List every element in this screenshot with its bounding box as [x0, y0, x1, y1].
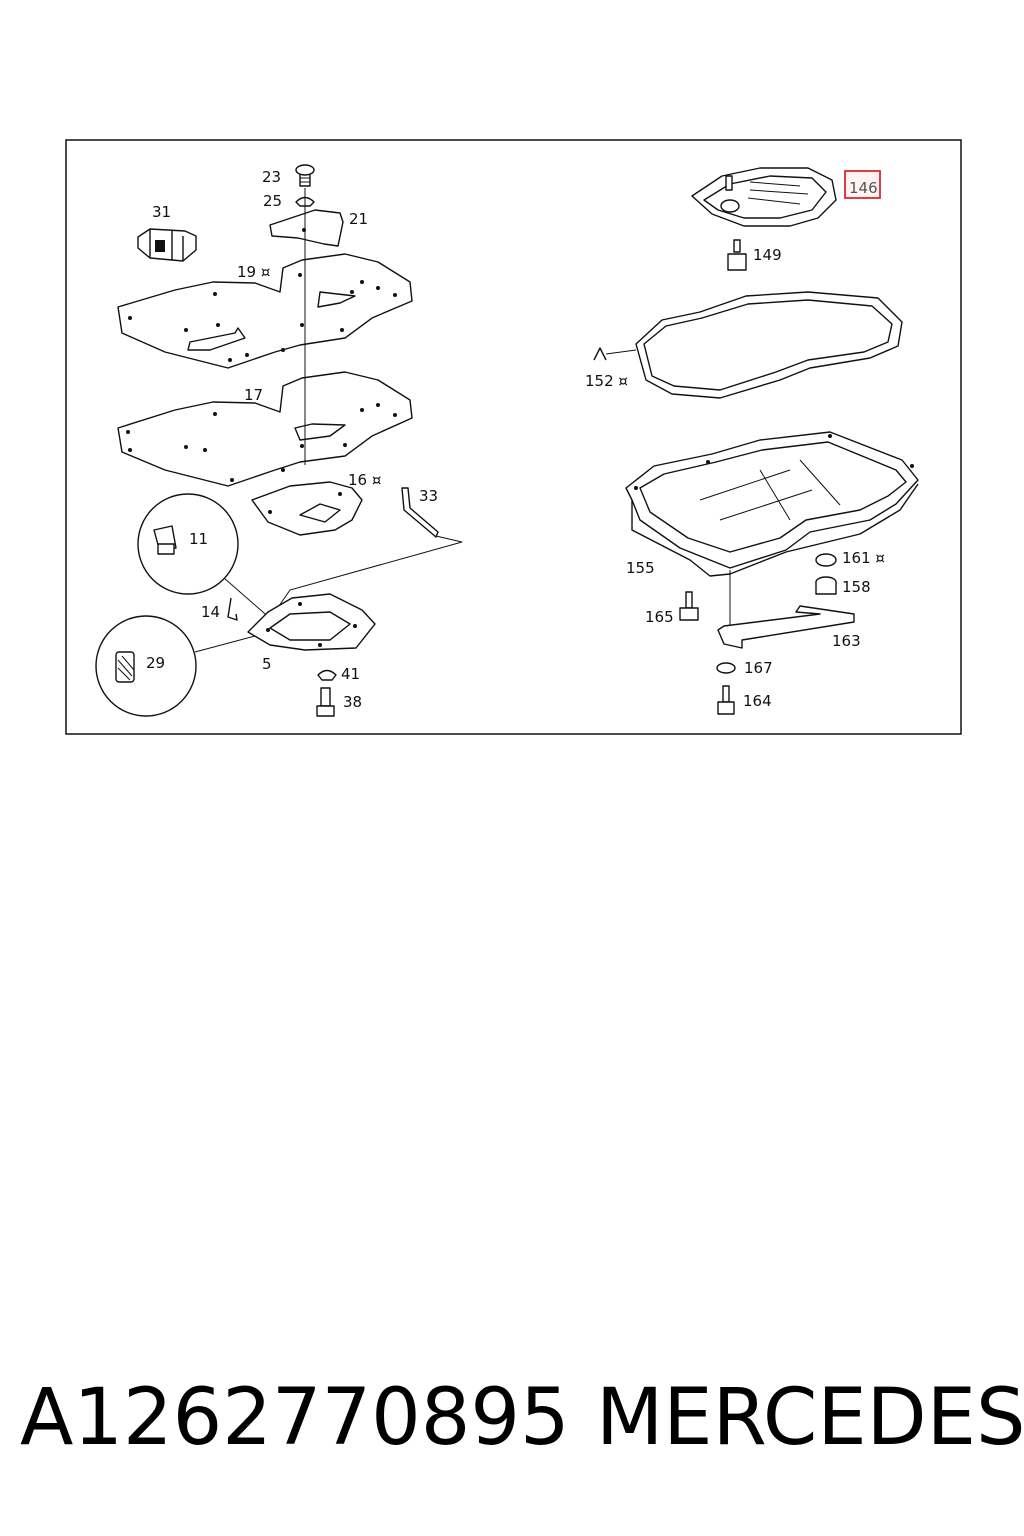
part-161-seal — [815, 553, 837, 567]
part-158-plug — [815, 576, 837, 595]
label-16: 16 ¤ — [348, 471, 381, 489]
part-146-filter — [691, 167, 837, 227]
inset-11 — [137, 493, 273, 621]
label-146: 146 — [849, 179, 878, 197]
part-167-washer — [716, 662, 736, 674]
part-164-bolt — [717, 685, 735, 715]
part-14-clip — [227, 597, 238, 621]
label-158: 158 — [842, 578, 871, 596]
label-149: 149 — [753, 246, 782, 264]
part-5-valve-body — [247, 593, 376, 651]
part-23-screw — [295, 164, 315, 187]
part-number: A1262770895 — [20, 1373, 570, 1463]
label-29: 29 — [146, 654, 165, 672]
label-19: 19 ¤ — [237, 263, 270, 281]
label-165: 165 — [645, 608, 674, 626]
part-152-gasket — [593, 291, 903, 399]
part-17-plate — [117, 371, 413, 487]
part-16-gasket — [251, 481, 363, 536]
part-19-plate — [117, 253, 413, 369]
part-163-bracket — [717, 605, 855, 649]
label-167: 167 — [744, 659, 773, 677]
label-17: 17 — [244, 386, 263, 404]
label-155: 155 — [626, 559, 655, 577]
parts-diagram: 23 25 21 31 19 ¤ 17 16 ¤ 33 11 14 5 29 4… — [65, 139, 962, 735]
label-21: 21 — [349, 210, 368, 228]
part-38-bolt — [316, 687, 335, 717]
inset-29 — [95, 615, 256, 717]
label-31: 31 — [152, 203, 171, 221]
label-23: 23 — [262, 168, 281, 186]
diagram-frame — [65, 139, 962, 735]
part-165-bolt — [679, 591, 699, 621]
label-163: 163 — [832, 632, 861, 650]
part-31-connector — [137, 228, 197, 262]
part-41-clip — [317, 669, 337, 681]
label-5: 5 — [262, 655, 272, 673]
label-41: 41 — [341, 665, 360, 683]
part-149-plug — [727, 239, 747, 271]
label-33: 33 — [419, 487, 438, 505]
part-21-plate — [269, 209, 344, 247]
label-161: 161 ¤ — [842, 549, 885, 567]
part-33-tube — [401, 487, 439, 538]
label-164: 164 — [743, 692, 772, 710]
label-152: 152 ¤ — [585, 372, 628, 390]
label-11: 11 — [189, 530, 208, 548]
highlight-box — [844, 170, 881, 199]
label-14: 14 — [201, 603, 220, 621]
label-25: 25 — [263, 192, 282, 210]
brand-name: MERCEDES — [596, 1373, 1024, 1463]
label-38: 38 — [343, 693, 362, 711]
